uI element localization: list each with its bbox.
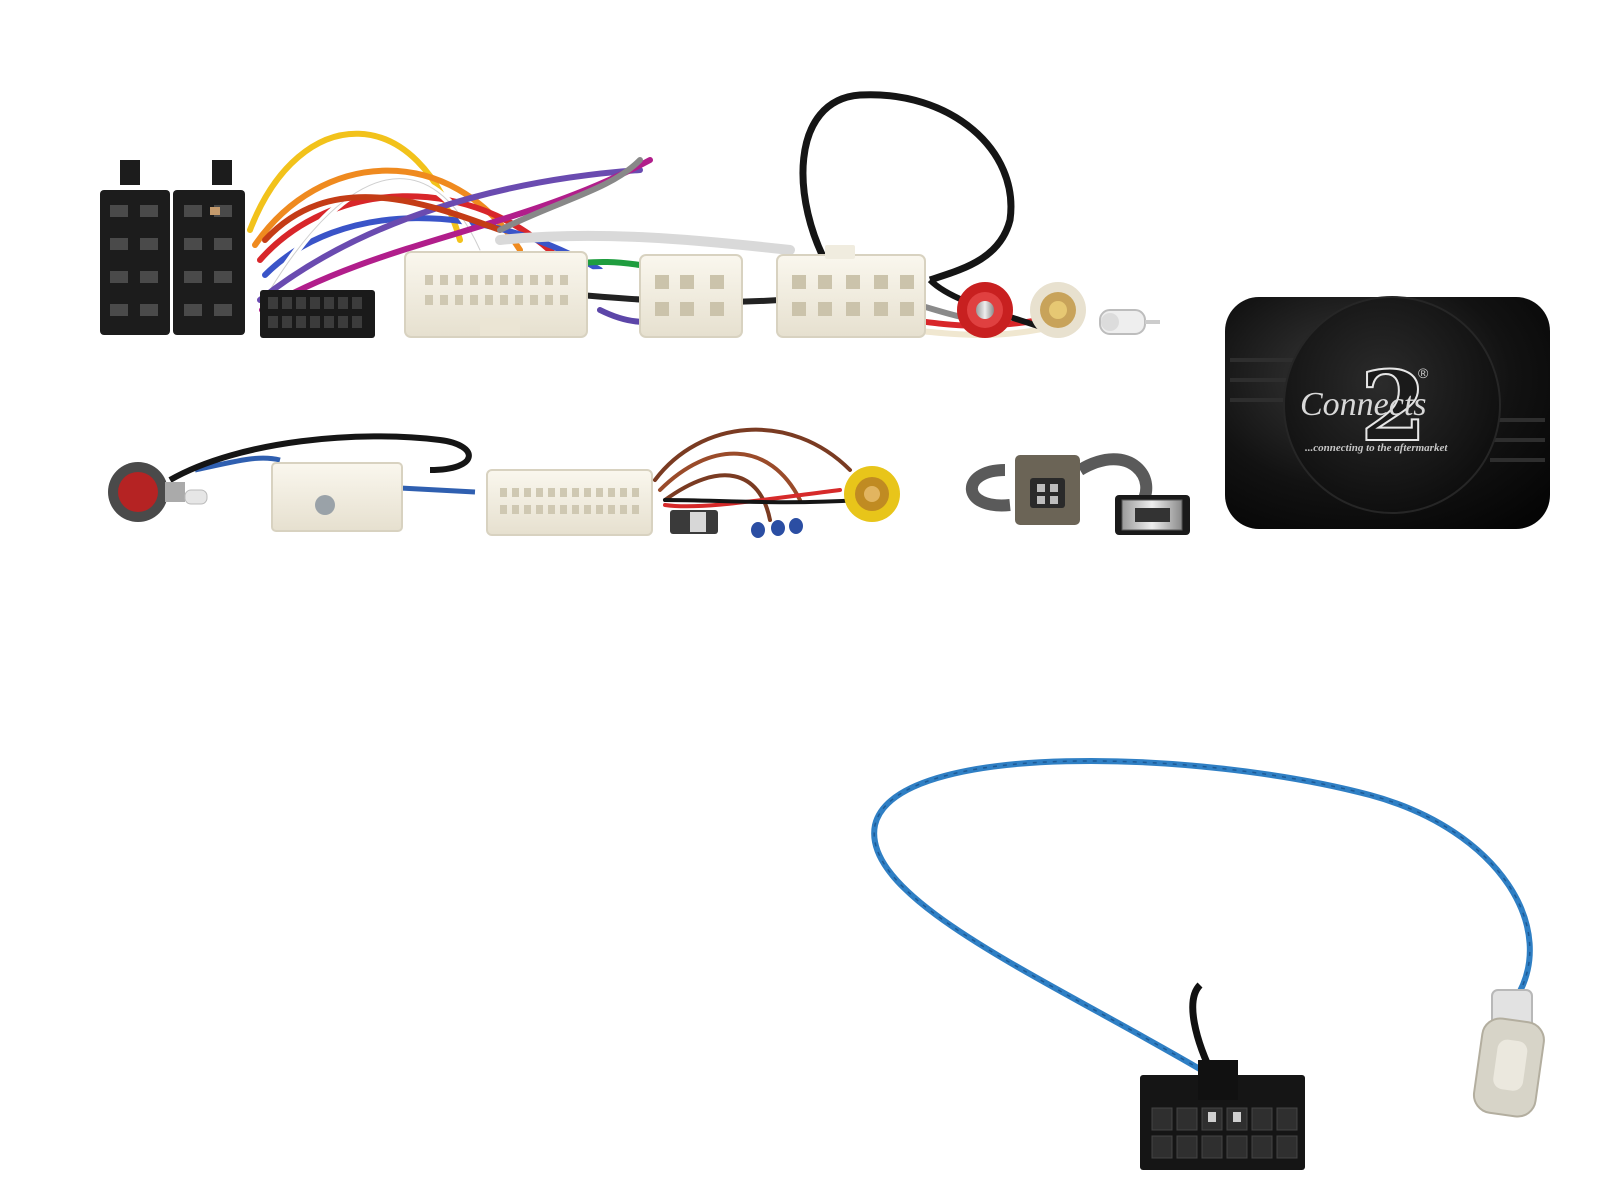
relay-pcb [670, 510, 718, 534]
antenna-adapter [108, 433, 476, 532]
logo-two: 2 [1360, 350, 1427, 463]
oem-8pin-connector-white [639, 254, 743, 338]
interface-box: 2 ® Connects ...connecting to the afterm… [1225, 296, 1550, 529]
logo-tagline: ...connecting to the aftermarket [1305, 442, 1448, 454]
usb-a-plug [1115, 495, 1190, 535]
oem-multipin-connector-white [404, 251, 588, 338]
logo-registered-mark: ® [1418, 365, 1429, 381]
oem-30pin-connector-white [486, 469, 653, 536]
antenna-tip [1099, 309, 1160, 335]
camera-input-lead [653, 427, 862, 522]
rca-plug-red [957, 282, 1013, 338]
black-loop-wire [799, 91, 1015, 284]
antenna-female-socket [1472, 989, 1545, 1118]
iso-connector-black [100, 160, 245, 335]
harness-16pin-connector [260, 290, 375, 338]
patch-lead-connector [1140, 1060, 1305, 1170]
rca-plug-yellow [844, 466, 900, 522]
oem-10pin-connector-white [776, 245, 926, 338]
wire-end-caps [751, 518, 803, 538]
logo-wordmark: Connects [1300, 386, 1427, 423]
rca-plug-white [1030, 282, 1086, 338]
usb-adapter [965, 453, 1190, 535]
antenna-patch-lead [871, 757, 1545, 1170]
main-harness [100, 91, 1160, 338]
